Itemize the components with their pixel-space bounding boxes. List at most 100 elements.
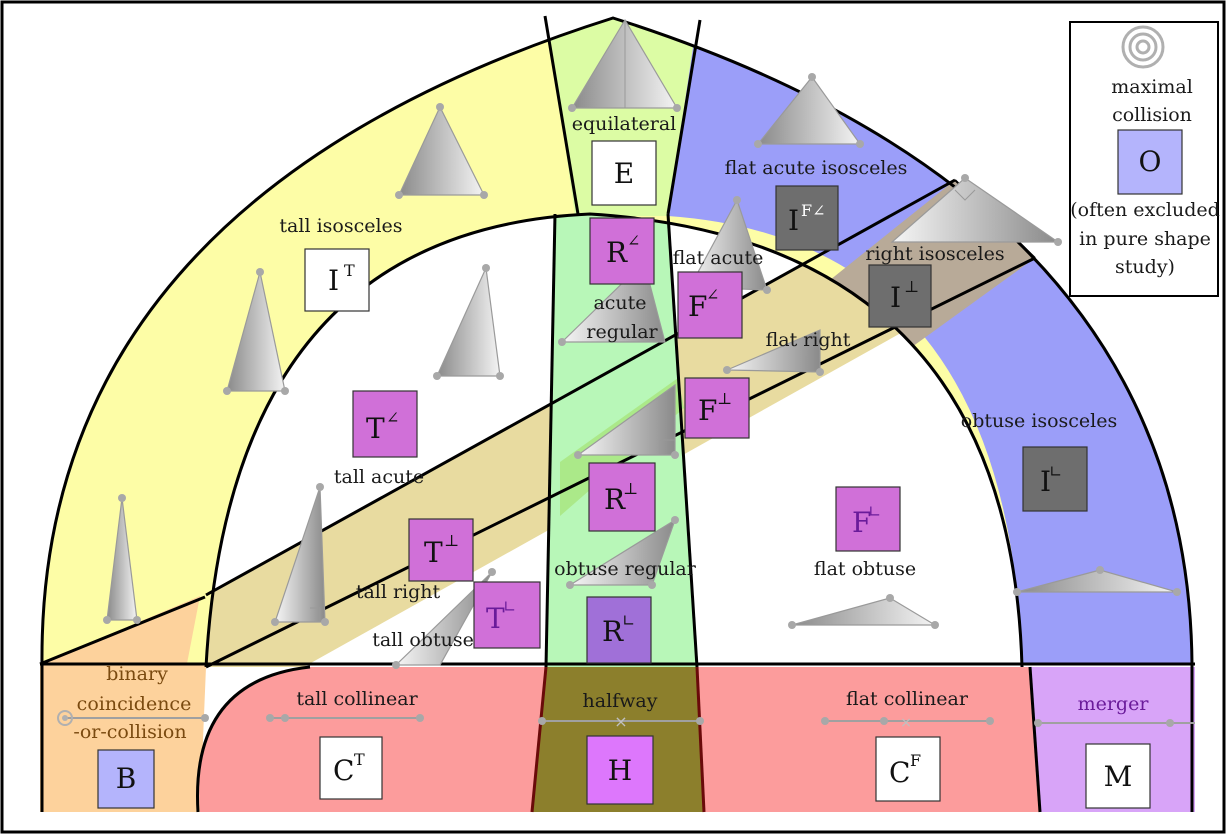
code-box-O: O [1117, 129, 1183, 195]
binary-label-3: -or-collision [73, 721, 186, 743]
svg-text:B: B [116, 762, 137, 795]
svg-text:∟: ∟ [868, 502, 881, 521]
obtuse-regular-label: obtuse regular [554, 558, 697, 580]
flat-acute-isosceles-label: flat acute isosceles [725, 157, 908, 179]
code-box-T-right: T ⊥ [408, 518, 474, 582]
code-box-B: B [97, 749, 155, 809]
acute-regular-label-1: acute [593, 292, 646, 314]
merger-region [1030, 667, 1195, 812]
tall-acute-triangle-icon [436, 265, 501, 377]
svg-text:⊥: ⊥ [904, 277, 919, 296]
code-box-R-acute: R ∠ [589, 217, 655, 285]
svg-text:F: F [852, 506, 871, 539]
svg-text:∟: ∟ [503, 597, 516, 616]
region-boundaries [39, 15, 1195, 813]
svg-text:C: C [333, 754, 354, 787]
svg-text:F∠: F∠ [801, 201, 826, 220]
tall-right-triangle-icon [274, 486, 326, 623]
code-box-C-F: C F [875, 736, 941, 802]
code-box-I-right: I ⊥ [868, 264, 932, 328]
flat-collinear-region [697, 667, 1040, 812]
flat-acute-isosceles-triangle-icon [756, 76, 862, 145]
merger-label: merger [1078, 693, 1150, 715]
svg-text:×: × [614, 712, 627, 731]
svg-text:I: I [890, 281, 901, 314]
binary-label-1: binary [106, 663, 168, 685]
svg-text:T: T [366, 412, 385, 445]
obtuse-isosceles-label: obtuse isosceles [961, 410, 1117, 432]
tall-collinear-label: tall collinear [296, 688, 418, 710]
tall-isosceles-label: tall isosceles [279, 215, 402, 237]
binary-region-upper [41, 596, 200, 664]
collision-label: collision [1112, 104, 1192, 126]
svg-text:∠: ∠ [627, 231, 640, 250]
svg-text:T: T [354, 750, 365, 769]
maximal-label: maximal [1111, 76, 1193, 98]
right-isosceles-label: right isosceles [865, 243, 1004, 265]
svg-text:C: C [889, 756, 910, 789]
svg-text:∟: ∟ [1049, 462, 1062, 481]
code-box-T-obtuse: T ∟ [473, 581, 541, 649]
often-excluded-line2: in pure shape [1079, 228, 1211, 250]
flat-right-triangle-icon [726, 329, 821, 373]
triangle-icons [103, 18, 1181, 669]
svg-text:∠: ∠ [706, 285, 719, 304]
code-box-M: M [1085, 743, 1151, 809]
tall-right-label: tall right [356, 581, 441, 603]
tall-isosceles-triangle-icon [398, 105, 485, 196]
code-box-C-T: C T [319, 736, 383, 800]
thin-isosceles-triangle-icon [106, 497, 138, 621]
obtuse-isosceles-triangle-icon [1016, 569, 1178, 593]
code-box-I-T: I T [304, 248, 370, 312]
concentric-circles-icon [1121, 25, 1165, 69]
svg-text:T: T [424, 536, 443, 569]
svg-text:H: H [608, 754, 632, 787]
acute-regular-label-2: regular [586, 321, 658, 343]
code-box-R-obtuse: R ∟ [586, 596, 652, 664]
code-box-E: E [591, 140, 657, 206]
code-box-F-right: F ⊥ [684, 377, 750, 439]
svg-text:R: R [602, 615, 624, 648]
svg-text:T: T [486, 602, 505, 635]
code-box-F-obtuse: F ∟ [835, 486, 901, 552]
svg-text:R: R [606, 236, 628, 269]
flat-obtuse-triangle-icon [791, 597, 938, 626]
binary-label-2: coincidence [77, 693, 192, 715]
code-box-F-acute: F ∠ [677, 271, 743, 339]
svg-text:I: I [788, 204, 799, 237]
tall-acute-label: tall acute [334, 466, 424, 488]
code-box-I-obtuse: I ∟ [1022, 446, 1088, 512]
equilateral-label: equilateral [572, 113, 677, 135]
svg-text:O: O [1139, 145, 1162, 178]
often-excluded-line3: study) [1115, 256, 1175, 278]
svg-text:∟: ∟ [622, 611, 635, 630]
svg-text:I: I [328, 264, 339, 297]
svg-text:F: F [688, 290, 707, 323]
svg-text:×: × [900, 715, 912, 731]
halfway-label: halfway [583, 690, 658, 712]
svg-text:∠: ∠ [386, 408, 399, 427]
often-excluded-line1: (often excluded [1070, 199, 1220, 221]
svg-text:I: I [1040, 465, 1051, 498]
tall-obtuse-label: tall obtuse [372, 629, 474, 651]
svg-text:F: F [698, 394, 717, 427]
code-box-T-acute: T ∠ [352, 390, 418, 458]
code-boxes: I T E I F∠ O R ∠ F ∠ I ⊥ [97, 129, 1183, 809]
svg-text:E: E [614, 157, 634, 190]
obtuse-regular-triangle-icon [567, 518, 677, 586]
svg-text:⊥: ⊥ [623, 479, 638, 498]
flat-collinear-label: flat collinear [846, 688, 969, 710]
svg-text:T: T [344, 261, 355, 280]
flat-obtuse-label: flat obtuse [814, 558, 916, 580]
code-box-H: H [586, 735, 654, 805]
right-isosceles-triangle-icon [890, 177, 1060, 243]
binary-region [40, 664, 206, 812]
tall-obtuse-triangle-icon [394, 571, 493, 666]
tall-isosceles-triangle-icon-2 [226, 271, 286, 392]
code-box-R-right: R ⊥ [588, 462, 656, 532]
svg-text:F: F [910, 751, 921, 770]
svg-text:⊥: ⊥ [717, 389, 732, 408]
regular-right-triangle-icon [576, 383, 676, 456]
flat-right-label: flat right [766, 329, 851, 351]
